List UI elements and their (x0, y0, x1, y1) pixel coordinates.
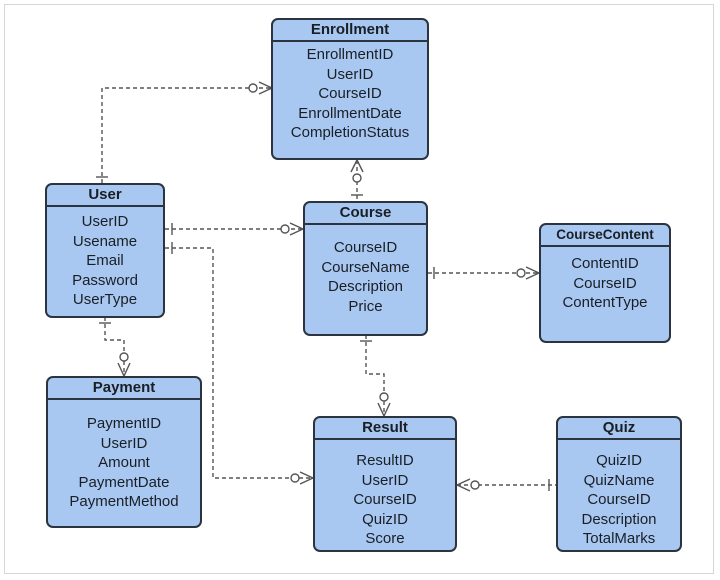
entity-quiz[interactable]: Quiz QuizID QuizName CourseID Descriptio… (556, 416, 682, 552)
entity-coursecontent[interactable]: CourseContent ContentID CourseID Content… (539, 223, 671, 343)
entity-quiz-fields: QuizID QuizName CourseID Description Tot… (558, 440, 680, 549)
entity-payment-title: Payment (48, 378, 200, 400)
field-enrollment-userid: UserID (326, 65, 374, 83)
entity-coursecontent-title: CourseContent (541, 225, 669, 247)
rel-quiz-result (456, 478, 556, 492)
field-result-courseid: CourseID (353, 491, 417, 508)
field-user-usertype: UserType (72, 291, 138, 308)
field-course-description: Description (327, 278, 404, 295)
field-coursecontent-courseid: CourseID (573, 274, 637, 292)
rel-user-course (165, 222, 304, 236)
entity-course[interactable]: Course CourseID CourseName Description P… (303, 201, 428, 336)
field-result-quizid: QuizID (362, 510, 408, 528)
entity-payment-fields: PaymentID UserID Amount PaymentDate Paym… (48, 400, 200, 512)
field-course-price: Price (348, 297, 383, 315)
field-course-coursename: CourseName (321, 258, 410, 276)
field-coursecontent-contentid: ContentID (571, 255, 639, 272)
field-payment-amount: Amount (98, 454, 150, 471)
field-result-resultid: ResultID (356, 452, 414, 469)
field-course-courseid: CourseID (333, 239, 398, 256)
field-user-email: Email (86, 252, 124, 269)
field-enrollment-enrollmentid: EnrollmentID (306, 46, 394, 63)
field-enrollment-courseid: CourseID (318, 85, 382, 102)
rel-user-payment (99, 317, 131, 377)
entity-quiz-title: Quiz (558, 418, 680, 440)
rel-course-result (360, 335, 391, 417)
entity-user[interactable]: User UserID Usename Email Password UserT… (45, 183, 165, 318)
field-result-userid: UserID (361, 471, 409, 489)
field-quiz-quizname: QuizName (583, 471, 655, 489)
entity-enrollment-fields: EnrollmentID UserID CourseID EnrollmentD… (273, 42, 427, 143)
entity-course-fields: CourseID CourseName Description Price (305, 225, 426, 316)
entity-payment[interactable]: Payment PaymentID UserID Amount PaymentD… (46, 376, 202, 528)
field-payment-userid: UserID (100, 434, 148, 452)
entity-enrollment[interactable]: Enrollment EnrollmentID UserID CourseID … (271, 18, 429, 160)
rel-course-enrollment (350, 159, 364, 201)
field-user-password: Password (72, 271, 138, 289)
entity-coursecontent-fields: ContentID CourseID ContentType (541, 247, 669, 313)
rel-course-coursecontent (428, 266, 540, 280)
field-quiz-courseid: CourseID (587, 491, 651, 508)
field-quiz-totalmarks: TotalMarks (582, 530, 656, 547)
field-quiz-quizid: QuizID (596, 452, 642, 469)
field-user-userid: UserID (81, 213, 129, 230)
field-enrollment-completionstatus: CompletionStatus (290, 124, 410, 141)
entity-enrollment-title: Enrollment (273, 20, 427, 42)
rel-user-result (165, 242, 314, 485)
field-result-score: Score (365, 530, 405, 547)
entity-user-fields: UserID Usename Email Password UserType (47, 207, 163, 310)
field-quiz-description: Description (581, 510, 657, 528)
entity-result-fields: ResultID UserID CourseID QuizID Score (315, 440, 455, 549)
field-user-usename: Usename (72, 232, 138, 250)
field-enrollment-enrollmentdate: EnrollmentDate (298, 104, 402, 122)
field-coursecontent-contenttype: ContentType (562, 294, 648, 311)
entity-result[interactable]: Result ResultID UserID CourseID QuizID S… (313, 416, 457, 552)
field-payment-paymentid: PaymentID (86, 415, 162, 432)
entity-result-title: Result (315, 418, 455, 440)
field-payment-paymentdate: PaymentDate (78, 473, 170, 491)
field-payment-paymentmethod: PaymentMethod (69, 493, 179, 510)
entity-course-title: Course (305, 203, 426, 225)
entity-user-title: User (47, 185, 163, 207)
rel-user-enrollment (96, 81, 273, 183)
diagram-frame (4, 4, 714, 574)
